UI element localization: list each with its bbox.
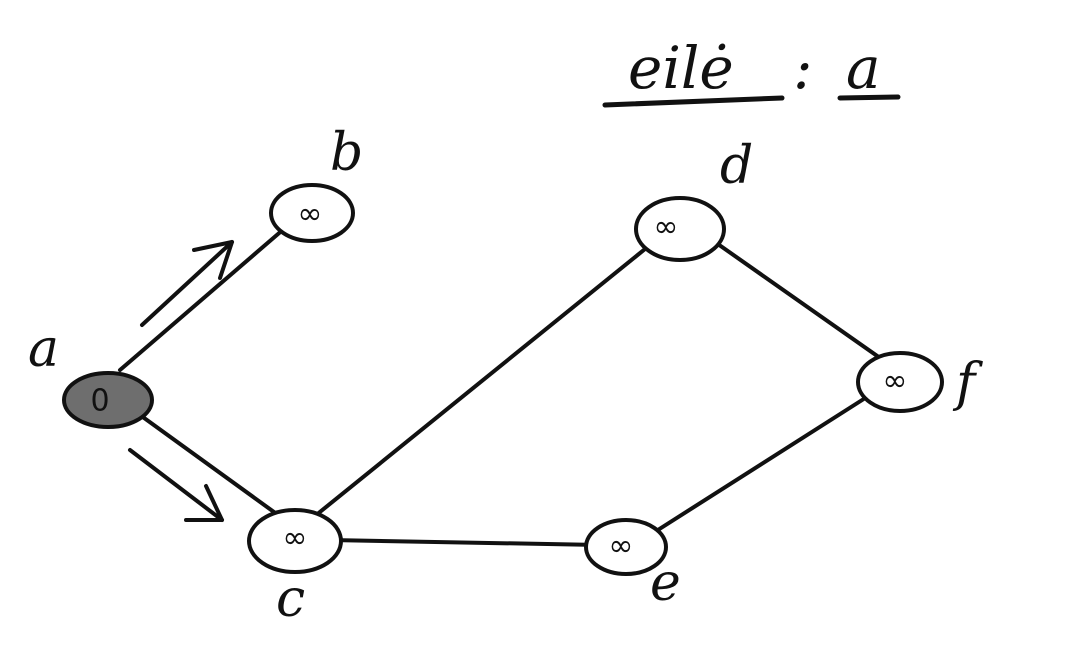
node-a[interactable]: 0 a [28, 319, 154, 429]
node-a-distance: 0 [90, 384, 109, 419]
node-f-circle [856, 351, 944, 413]
traversal-arrows [128, 240, 234, 522]
node-d-distance: ∞ [654, 210, 679, 245]
node-c-distance: ∞ [283, 521, 308, 556]
node-d-circle [634, 196, 726, 262]
node-a-label: a [28, 319, 59, 379]
node-e-label: e [650, 553, 681, 613]
queue-contents: a [846, 34, 881, 102]
node-e-circle [584, 518, 668, 576]
queue-contents-underline [837, 94, 901, 101]
node-a-circle [62, 371, 154, 429]
node-d[interactable]: ∞ d [634, 136, 753, 262]
queue-separator: : [793, 34, 813, 102]
node-c-circle [247, 508, 343, 574]
node-e-distance: ∞ [609, 529, 634, 564]
arrow-to-b [140, 240, 234, 327]
node-d-label: d [720, 136, 753, 196]
edge-e-f [648, 393, 872, 537]
node-c[interactable]: ∞ c [247, 508, 343, 629]
node-b-distance: ∞ [298, 197, 323, 232]
node-b-label: b [330, 123, 363, 183]
queue-label-underline [602, 95, 785, 108]
node-f[interactable]: ∞ f [856, 351, 983, 413]
node-e[interactable]: ∞ e [584, 518, 681, 613]
edge-d-f [703, 233, 892, 367]
edges-layer [118, 226, 892, 547]
node-f-distance: ∞ [883, 364, 908, 399]
node-b[interactable]: ∞ b [269, 123, 363, 243]
node-b-circle [269, 183, 355, 243]
edge-a-b [118, 226, 287, 372]
edge-a-c [138, 413, 287, 522]
queue-header: eilė : a [602, 34, 901, 108]
node-f-label: f [952, 353, 983, 413]
edge-c-d [308, 243, 652, 522]
queue-label: eilė [628, 34, 734, 102]
edge-c-e [328, 538, 602, 547]
arrow-to-c [128, 448, 224, 522]
node-c-label: c [276, 569, 305, 629]
